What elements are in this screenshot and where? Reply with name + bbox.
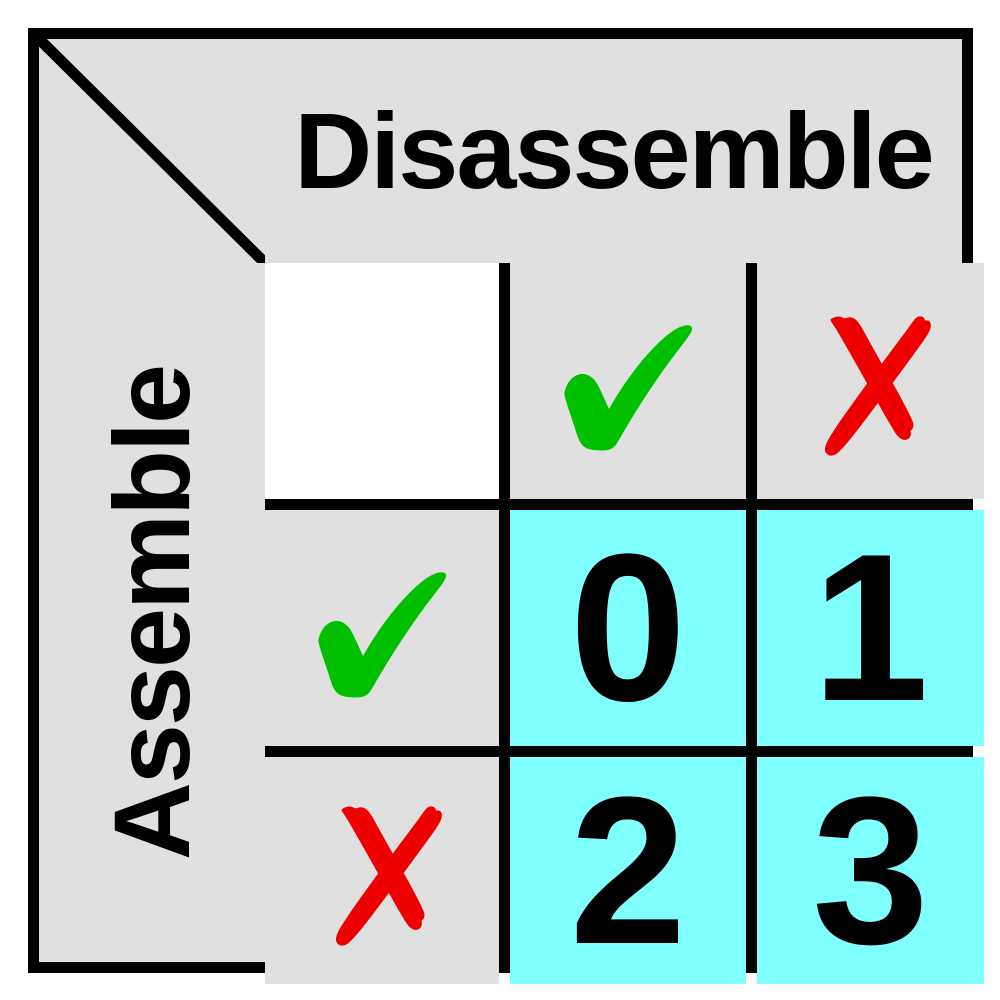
column-header-cross	[757, 263, 984, 499]
cell-value: 1	[812, 510, 929, 745]
cross-mark-icon	[824, 316, 931, 456]
cell-value: 0	[569, 510, 687, 745]
matrix-cell-r1c1-empty	[265, 263, 499, 499]
matrix-cell-r3c2: 2	[510, 757, 746, 984]
matrix-cell-r2c2: 0	[510, 510, 746, 746]
cell-value: 3	[812, 757, 929, 984]
corner-diagonal-cell	[28, 28, 265, 263]
column-axis-label: Disassemble	[294, 90, 934, 211]
column-header-check	[510, 263, 746, 499]
matrix-grid: 0 1 2 3	[265, 263, 984, 984]
row-axis-label-text: Assemble	[91, 365, 213, 860]
row-header-check	[265, 510, 499, 746]
matrix-cell-r2c3: 1	[757, 510, 984, 746]
cell-value: 2	[569, 757, 687, 984]
check-mark-icon	[318, 572, 447, 698]
row-axis-label: Assemble	[39, 263, 265, 962]
cross-mark-icon	[335, 805, 442, 946]
corner-diagonal-line-icon	[28, 28, 265, 263]
matrix-cell-r3c3: 3	[757, 757, 984, 984]
check-mark-icon	[564, 325, 693, 451]
row-header-cross	[265, 757, 499, 984]
